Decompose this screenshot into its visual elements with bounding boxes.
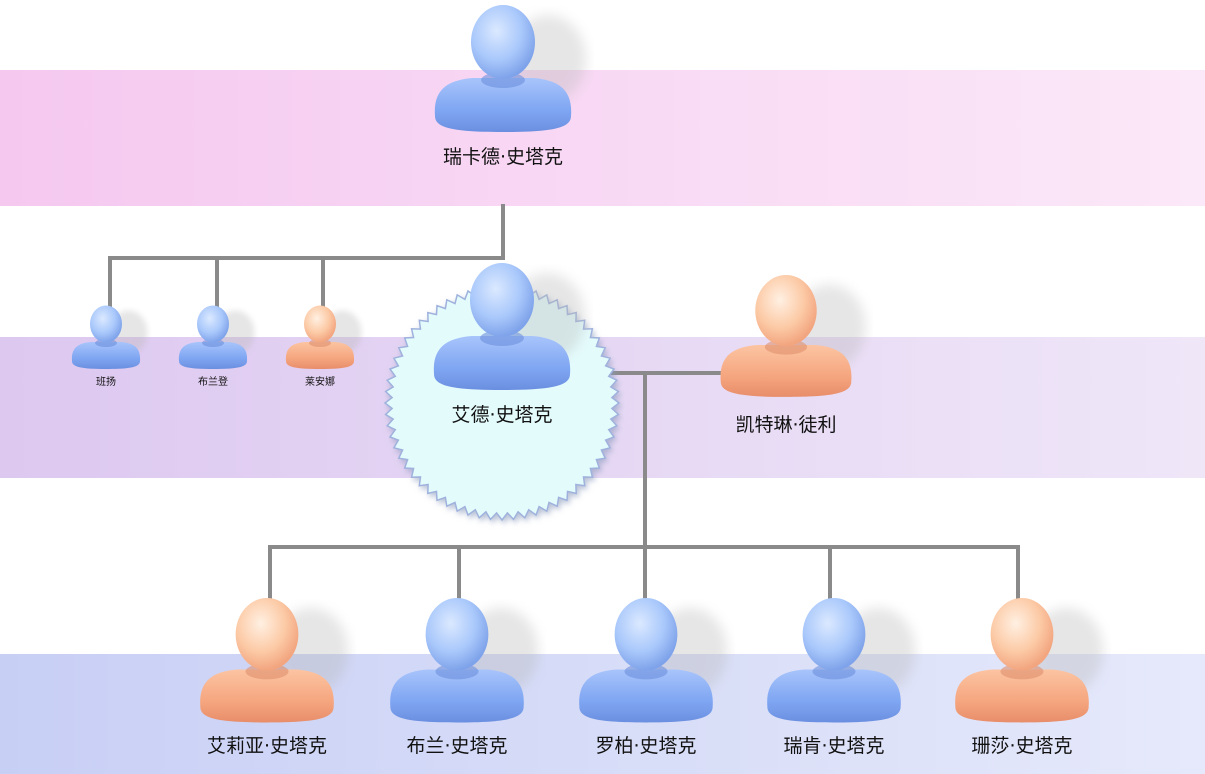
avatar-head xyxy=(802,597,866,671)
avatar-head xyxy=(755,274,817,346)
avatar-head xyxy=(614,597,678,671)
avatar-head xyxy=(425,597,489,671)
avatar-head xyxy=(235,597,299,671)
person-name-label: 艾德·史塔克 xyxy=(451,404,553,426)
person-name-label: 布兰登 xyxy=(198,377,228,388)
generation-band-1 xyxy=(0,70,1205,206)
person-avatar-icon[interactable] xyxy=(178,305,255,370)
person-name-label: 莱安娜 xyxy=(305,377,335,388)
avatars xyxy=(71,5,1104,723)
person-avatar-icon[interactable] xyxy=(434,5,586,132)
avatar-body xyxy=(71,342,141,369)
person-avatar-icon[interactable] xyxy=(433,263,585,390)
avatar-body xyxy=(178,342,248,369)
avatar-head xyxy=(90,305,122,343)
connector-lines xyxy=(108,204,1020,607)
person-avatar-icon[interactable] xyxy=(200,597,349,723)
person-avatar-icon[interactable] xyxy=(720,274,866,397)
person-avatar-icon[interactable] xyxy=(71,305,148,370)
avatar-body xyxy=(579,669,713,723)
person-name-label: 布兰·史塔克 xyxy=(406,735,508,757)
person-avatar-icon[interactable] xyxy=(390,597,539,723)
person-avatar-icon[interactable] xyxy=(767,597,916,723)
person-name-label: 艾莉亚·史塔克 xyxy=(206,735,328,757)
avatar-body xyxy=(200,669,334,723)
avatar-head xyxy=(197,305,229,343)
avatar-body xyxy=(720,345,852,397)
person-name-label: 瑞卡德·史塔克 xyxy=(442,146,564,168)
person-name-label: 瑞肯·史塔克 xyxy=(783,735,885,757)
person-name-label: 班扬 xyxy=(96,377,116,388)
avatar-body xyxy=(433,336,571,390)
avatar-body xyxy=(955,669,1089,723)
avatar-body xyxy=(767,669,901,723)
avatar-body xyxy=(285,342,355,369)
person-avatar-icon[interactable] xyxy=(955,597,1104,723)
person-avatar-icon[interactable] xyxy=(285,305,362,370)
avatar-head xyxy=(471,5,535,79)
avatar-head xyxy=(304,305,336,343)
avatar-body xyxy=(390,669,524,723)
avatar-body xyxy=(434,78,572,132)
person-name-label: 罗柏·史塔克 xyxy=(595,735,697,757)
person-name-label: 凯特琳·徒利 xyxy=(735,414,837,436)
person-avatar-icon[interactable] xyxy=(579,597,728,723)
avatar-head xyxy=(990,597,1054,671)
person-name-label: 珊莎·史塔克 xyxy=(971,735,1073,757)
avatar-head xyxy=(470,263,534,337)
